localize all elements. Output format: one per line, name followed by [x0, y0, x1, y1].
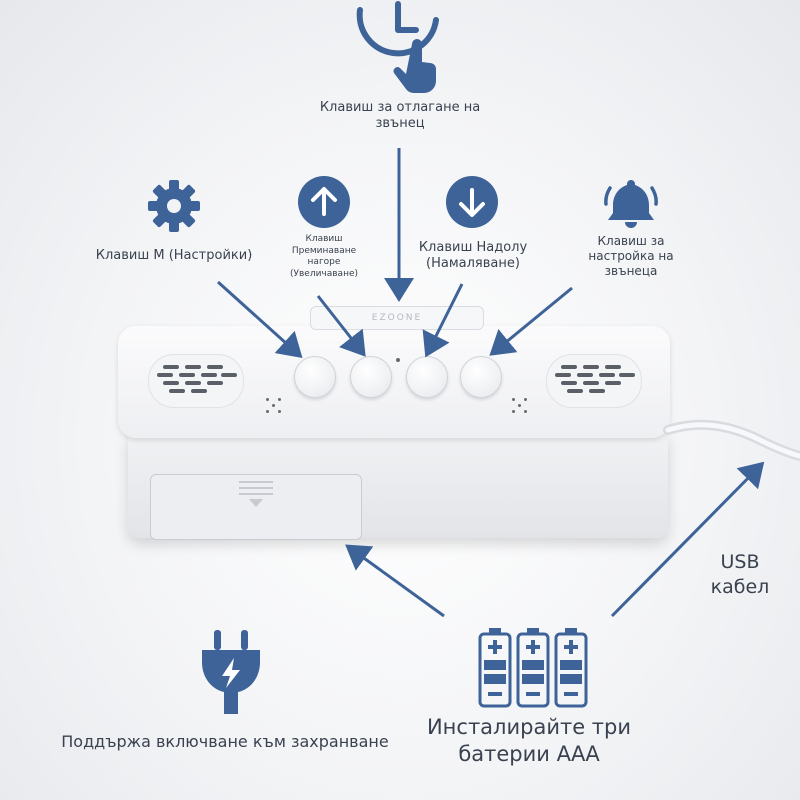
m-key-label: Клавиш М (Настройки) — [95, 248, 253, 263]
left-speaker-grille — [148, 354, 244, 408]
battery-install-label: Инсталирайте три батерии ААА — [426, 715, 632, 767]
up-button[interactable] — [350, 356, 392, 398]
arrow-usb — [610, 461, 765, 618]
arrow-up-circle-icon — [298, 176, 350, 228]
bell-icon — [600, 174, 662, 230]
arrow-down-key — [422, 283, 464, 358]
power-support-label: Поддържа включване към захранване — [61, 732, 389, 751]
snooze-key-label: Клавиш за отлагане на звънец — [319, 100, 481, 132]
arrow-m-key — [216, 280, 303, 359]
clock-tap-icon — [352, 0, 442, 96]
right-speaker-grille — [546, 354, 642, 408]
gear-icon — [146, 178, 202, 234]
up-key-label: Клавиш Преминаване нагоре (Увеличаване) — [289, 234, 359, 280]
battery-compartment-door[interactable] — [150, 474, 362, 540]
indicator-dot — [396, 358, 400, 362]
usb-cable-label: USB кабел — [710, 551, 770, 598]
alarm-key-label: Клавиш за настройка на звънеца — [588, 234, 674, 278]
battery-icon — [476, 626, 592, 710]
arrow-down-circle-icon — [446, 176, 498, 228]
arrow-up-key — [316, 295, 366, 357]
m-settings-button[interactable] — [294, 356, 336, 398]
down-key-label: Клавиш Надолу (Намаляване) — [418, 240, 528, 272]
power-plug-icon — [196, 628, 266, 716]
arrow-alarm-key — [489, 286, 573, 356]
alarm-setting-button[interactable] — [460, 356, 502, 398]
arrow-battery — [345, 544, 445, 618]
snooze-bar[interactable]: EZOONE — [310, 306, 484, 330]
